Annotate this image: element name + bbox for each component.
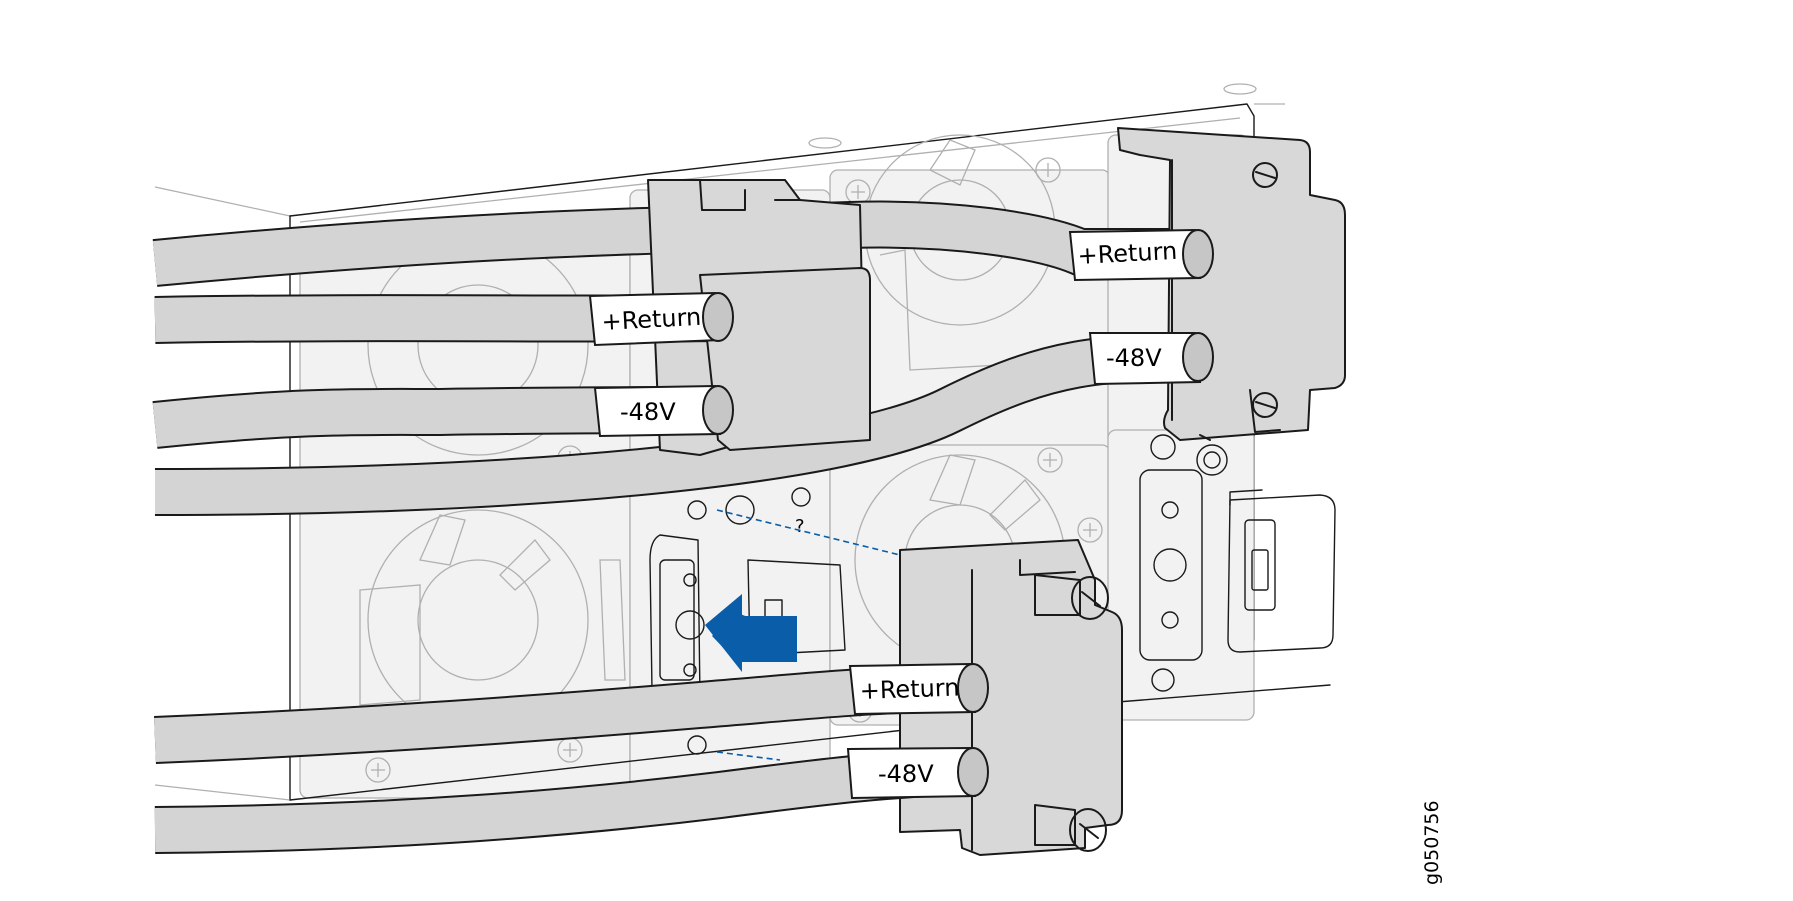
middle-cable-ends	[588, 291, 734, 438]
middle-connector-face	[699, 267, 871, 451]
label-middle-minus48: -48V	[620, 398, 676, 426]
insertion-arrow-icon	[705, 594, 797, 672]
dashed-guide-lines	[716, 509, 901, 761]
cable-lower-return	[154, 664, 976, 764]
label-upper-minus48: -48V	[1106, 344, 1162, 372]
figure-id: g050756	[1421, 800, 1443, 885]
label-middle-return: +Return	[601, 303, 702, 336]
svg-text:?: ?	[795, 516, 805, 537]
label-lower-return: +Return	[859, 674, 960, 705]
label-upper-return: +Return	[1077, 237, 1178, 270]
top-right-cable-ends	[1068, 228, 1214, 386]
bottom-cable-ends	[846, 662, 989, 800]
label-lower-minus48: -48V	[878, 760, 934, 788]
